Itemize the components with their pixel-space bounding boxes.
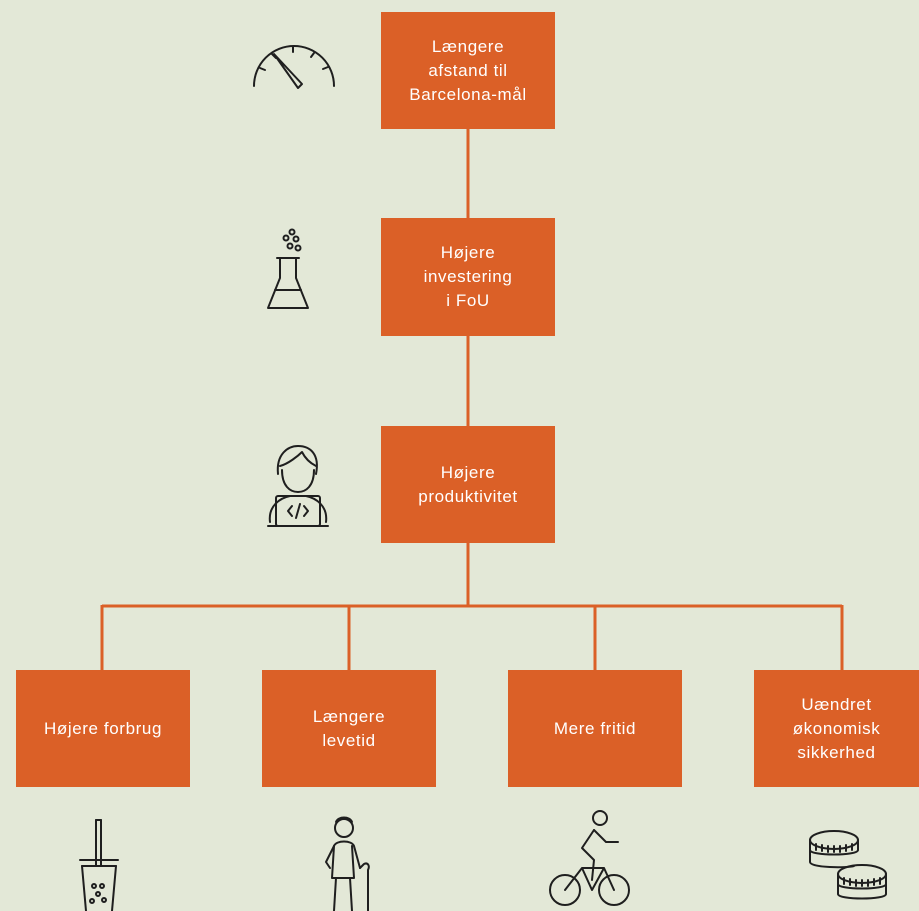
node-leisure: Mere fritid [508, 670, 682, 787]
coins-icon [804, 820, 890, 906]
cyclist-icon [548, 808, 630, 911]
node-fou: Højere investering i FoU [381, 218, 555, 336]
bubble-tea-icon [74, 816, 124, 911]
elderly-person-icon [316, 812, 376, 911]
node-productivity: Højere produktivitet [381, 426, 555, 543]
node-lifetime: Længere levetid [262, 670, 436, 787]
flask-icon [262, 226, 310, 316]
node-security: Uændret økonomisk sikkerhed [754, 670, 919, 787]
node-barcelona: Længere afstand til Barcelona-mål [381, 12, 555, 129]
node-consumption: Højere forbrug [16, 670, 190, 787]
programmer-icon [258, 440, 338, 530]
speedometer-icon [246, 38, 342, 98]
